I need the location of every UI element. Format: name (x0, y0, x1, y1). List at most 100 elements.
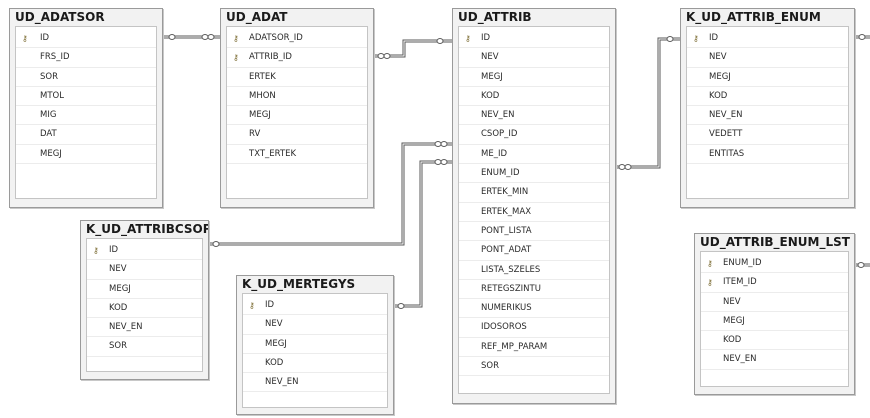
column-row[interactable]: ENTITAS (687, 145, 848, 165)
column-row[interactable]: ⚷ITEM_ID (701, 273, 848, 293)
relationship-enum-lst-offscreen[interactable] (855, 262, 870, 268)
column-row[interactable]: MEGJ (227, 106, 367, 126)
column-row[interactable]: ⚷ENUM_ID (701, 254, 848, 274)
column-row[interactable]: NEV_EN (687, 106, 848, 126)
column-row[interactable]: ERTEK_MAX (459, 203, 609, 222)
column-row[interactable]: KOD (243, 354, 387, 374)
column-row[interactable]: ENUM_ID (459, 164, 609, 184)
column-name: MEGJ (723, 315, 745, 326)
relationship-attrib-enum[interactable] (616, 36, 680, 170)
column-row[interactable]: KOD (459, 87, 609, 107)
column-name: ENTITAS (709, 148, 745, 159)
column-name: SOR (481, 361, 499, 372)
column-name: IDOSOROS (481, 322, 527, 333)
column-row[interactable]: ⚷ID (87, 241, 202, 261)
column-name: NEV_EN (265, 377, 299, 388)
column-row[interactable]: SOR (87, 337, 202, 357)
column-name: KOD (265, 357, 284, 368)
column-row[interactable]: NUMERIKUS (459, 299, 609, 319)
column-row[interactable]: ⚷ID (243, 296, 387, 316)
column-name: ATTRIB_ID (249, 52, 292, 63)
column-row[interactable]: ⚷ ATTRIB_ID (227, 48, 367, 68)
column-name: PONT_LISTA (481, 225, 532, 236)
relationship-adat-attrib[interactable] (374, 38, 452, 59)
column-row[interactable]: MEGJ (459, 68, 609, 87)
column-row[interactable]: MHON (227, 87, 367, 107)
column-row[interactable]: FRS_ID (16, 48, 156, 68)
column-name: TXT_ERTEK (249, 148, 297, 159)
column-row[interactable]: NEV (687, 48, 848, 68)
column-row[interactable]: NEV (243, 315, 387, 335)
column-row[interactable]: NEV (701, 293, 848, 312)
column-row[interactable]: ⚷ID (687, 29, 848, 49)
column-row[interactable]: MEGJ (87, 280, 202, 299)
column-row[interactable]: CSOP_ID (459, 125, 609, 145)
relationship-attribcsop-attrib[interactable] (209, 141, 452, 247)
key-icon: ⚷ (707, 259, 713, 268)
column-name: NEV_EN (709, 110, 743, 121)
column-row[interactable]: SOR (459, 357, 609, 377)
column-row[interactable]: NEV_EN (459, 106, 609, 126)
column-row[interactable]: TXT_ERTEK (227, 145, 367, 165)
column-row[interactable]: REF_MP_PARAM (459, 338, 609, 358)
column-row[interactable]: MEGJ (701, 312, 848, 332)
column-name: NEV (109, 264, 127, 275)
column-name: SOR (109, 341, 127, 352)
column-row[interactable]: RV (227, 125, 367, 145)
column-row[interactable]: ⚷ID (459, 29, 609, 49)
column-row[interactable]: NEV_EN (701, 350, 848, 370)
key-icon: ⚷ (93, 246, 99, 255)
key-icon: ⚷ (22, 34, 28, 43)
column-row[interactable]: ME_ID (459, 145, 609, 165)
column-row[interactable]: MEGJ (16, 145, 156, 165)
column-row[interactable]: PONT_LISTA (459, 222, 609, 242)
column-row[interactable]: KOD (701, 331, 848, 351)
column-row[interactable]: KOD (687, 87, 848, 107)
column-row[interactable]: IDOSOROS (459, 318, 609, 338)
column-row[interactable]: KOD (87, 299, 202, 319)
column-row[interactable]: LISTA_SZELES (459, 261, 609, 280)
column-row[interactable]: ⚷ID (16, 29, 156, 49)
table-title: UD_ATTRIB (458, 10, 532, 24)
column-row[interactable]: NEV_EN (243, 373, 387, 393)
column-row[interactable]: VEDETT (687, 125, 848, 145)
column-row[interactable]: DAT (16, 125, 156, 145)
column-row[interactable]: SOR (16, 68, 156, 87)
column-name: KOD (709, 90, 728, 101)
column-name: SOR (40, 71, 58, 82)
column-row[interactable]: NEV (87, 260, 202, 280)
column-row[interactable]: ERTEK (227, 68, 367, 87)
column-row[interactable]: MTOL (16, 87, 156, 107)
column-row[interactable]: MEGJ (687, 68, 848, 87)
column-row[interactable]: ERTEK_MIN (459, 183, 609, 203)
column-row[interactable]: RETEGSZINTU (459, 280, 609, 300)
column-row[interactable]: MEGJ (243, 335, 387, 354)
column-name: MIG (40, 110, 57, 121)
column-row[interactable]: NEV (459, 48, 609, 68)
column-name: KOD (723, 335, 742, 346)
key-icon: ⚷ (233, 53, 239, 63)
column-name: NEV (265, 319, 283, 330)
column-row[interactable]: PONT_ADAT (459, 241, 609, 261)
relationship-adatsor-adat[interactable] (163, 34, 220, 40)
relationship-mertegys-attrib[interactable] (394, 159, 452, 309)
column-row[interactable]: NEV_EN (87, 318, 202, 338)
column-row[interactable]: MIG (16, 106, 156, 126)
column-name: NUMERIKUS (481, 303, 532, 314)
column-name: MEGJ (265, 338, 287, 349)
column-name: MHON (249, 90, 276, 101)
key-icon: ⚷ (233, 34, 239, 43)
column-row[interactable]: ⚷ADATSOR_ID (227, 29, 367, 49)
relationship-enum-offscreen[interactable] (855, 34, 870, 40)
